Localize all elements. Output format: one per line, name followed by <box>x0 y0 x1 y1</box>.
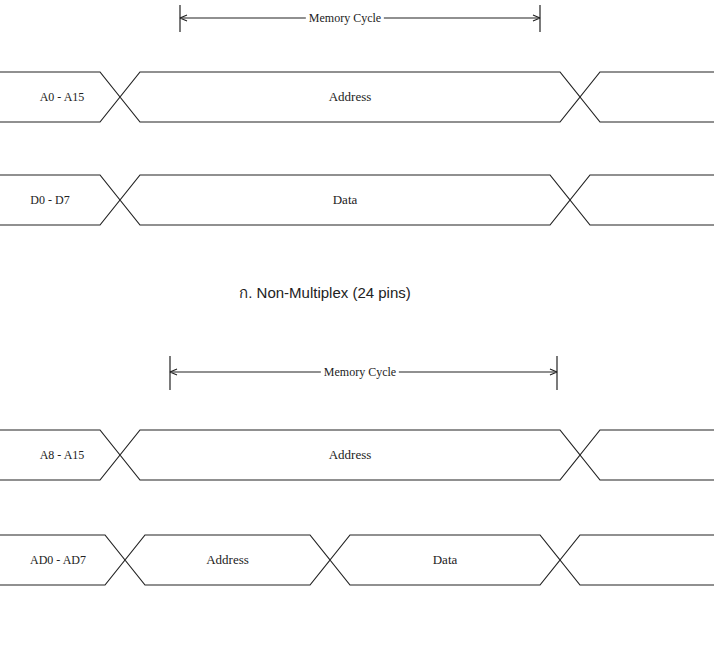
signal-name: A0 - A15 <box>37 90 88 105</box>
cycle-label: Memory Cycle <box>321 365 399 380</box>
bus-outline-path <box>120 430 580 480</box>
bus-line <box>570 200 714 225</box>
bus-value: Address <box>329 89 372 105</box>
bus-outline-path <box>120 175 570 225</box>
signal-name: AD0 - AD7 <box>27 553 89 568</box>
bus-line <box>580 455 714 480</box>
cycle-tick <box>169 356 170 390</box>
bus-line <box>580 97 714 122</box>
bus-value: Address <box>329 447 372 463</box>
bus-value: Data <box>333 192 358 208</box>
bus-outline-path <box>120 72 580 122</box>
bus-line <box>560 560 714 585</box>
bus-band: Address <box>125 535 330 585</box>
cycle-tick <box>556 356 557 390</box>
bus-line <box>580 430 714 455</box>
bus-band: Address <box>120 72 580 122</box>
cycle-label: Memory Cycle <box>306 11 384 26</box>
signal-name: D0 - D7 <box>27 193 72 208</box>
signal-name: A8 - A15 <box>37 448 88 463</box>
bus-outline-path <box>125 535 330 585</box>
bus-band: Data <box>120 175 570 225</box>
bus-outline-path <box>330 535 560 585</box>
bus-line <box>560 535 714 560</box>
bus-band: Data <box>330 535 560 585</box>
bus-value: Data <box>433 552 458 568</box>
bus-value: Address <box>206 552 249 568</box>
bus-band: Address <box>120 430 580 480</box>
bus-line <box>570 175 714 200</box>
bus-line <box>580 72 714 97</box>
figure-caption: ก. Non-Multiplex (24 pins) <box>239 281 411 305</box>
